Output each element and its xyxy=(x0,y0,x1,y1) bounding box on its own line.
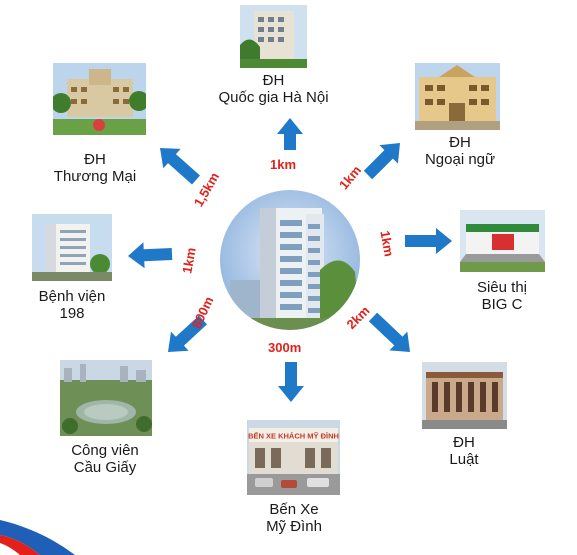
dh-luat-image xyxy=(422,362,507,429)
ben-xe-sign-text: BẾN XE KHÁCH MỸ ĐÌNH xyxy=(248,431,339,441)
dh-ngoai-ngu-image xyxy=(415,63,500,130)
center-building-image xyxy=(220,190,360,330)
label-line: 198 xyxy=(59,305,85,322)
label-line: ĐH xyxy=(262,72,285,89)
sieu-thi-big-c-image xyxy=(460,210,545,272)
label-line: ĐH xyxy=(84,151,106,168)
label-line: Công viên xyxy=(71,442,139,459)
distance-dh-quoc-gia: 1km xyxy=(270,157,297,172)
arrow-ben-xe-my-dinh xyxy=(278,362,304,402)
dh-quoc-gia-image xyxy=(240,5,307,68)
label-line: BIG C xyxy=(481,296,523,313)
label-line: ĐH xyxy=(449,134,471,151)
label-line: ĐH xyxy=(453,434,475,451)
ben-xe-my-dinh-image: BẾN XE KHÁCH MỸ ĐÌNH xyxy=(247,420,340,495)
arrow-dh-quoc-gia xyxy=(277,118,303,150)
label-dh-luat: ĐH Luật xyxy=(414,434,514,468)
label-line: Cầu Giấy xyxy=(73,459,137,476)
distance-ben-xe-my-dinh: 300m xyxy=(268,340,302,355)
arrow-sieu-thi-big-c xyxy=(405,228,452,254)
label-line: Quốc gia Hà Nội xyxy=(218,89,329,106)
arrow-dh-luat xyxy=(368,312,410,352)
arrow-dh-thuong-mai xyxy=(160,148,200,185)
label-line: Siêu thị xyxy=(476,279,528,296)
dh-thuong-mai-image xyxy=(53,63,146,135)
label-line: Thương Mại xyxy=(53,168,137,185)
benh-vien-198-image xyxy=(32,214,112,281)
label-dh-quoc-gia: ĐH Quốc gia Hà Nội xyxy=(205,72,342,106)
arrow-cong-vien-cau-giay xyxy=(168,315,207,352)
label-cong-vien-cau-giay: Công viên Cầu Giấy xyxy=(45,442,165,476)
label-line: Bệnh viện xyxy=(38,288,106,305)
arrow-benh-vien-198 xyxy=(128,242,173,269)
label-line: Ngoại ngữ xyxy=(424,151,496,168)
corner-swoosh-decoration xyxy=(0,520,75,555)
label-sieu-thi-big-c: Siêu thị BIG C xyxy=(447,279,557,313)
cong-vien-cau-giay-image xyxy=(60,360,152,436)
label-dh-thuong-mai: ĐH Thương Mại xyxy=(30,151,160,185)
label-line: Mỹ Đình xyxy=(266,518,322,535)
label-line: Luật xyxy=(449,451,479,468)
label-ben-xe-my-dinh: Bến Xe Mỹ Đình xyxy=(234,501,354,535)
label-dh-ngoai-ngu: ĐH Ngoại ngữ xyxy=(400,134,520,168)
label-benh-vien-198: Bệnh viện 198 xyxy=(12,288,132,322)
label-line: Bến Xe xyxy=(269,501,319,518)
arrow-dh-ngoai-ngu xyxy=(363,143,400,180)
